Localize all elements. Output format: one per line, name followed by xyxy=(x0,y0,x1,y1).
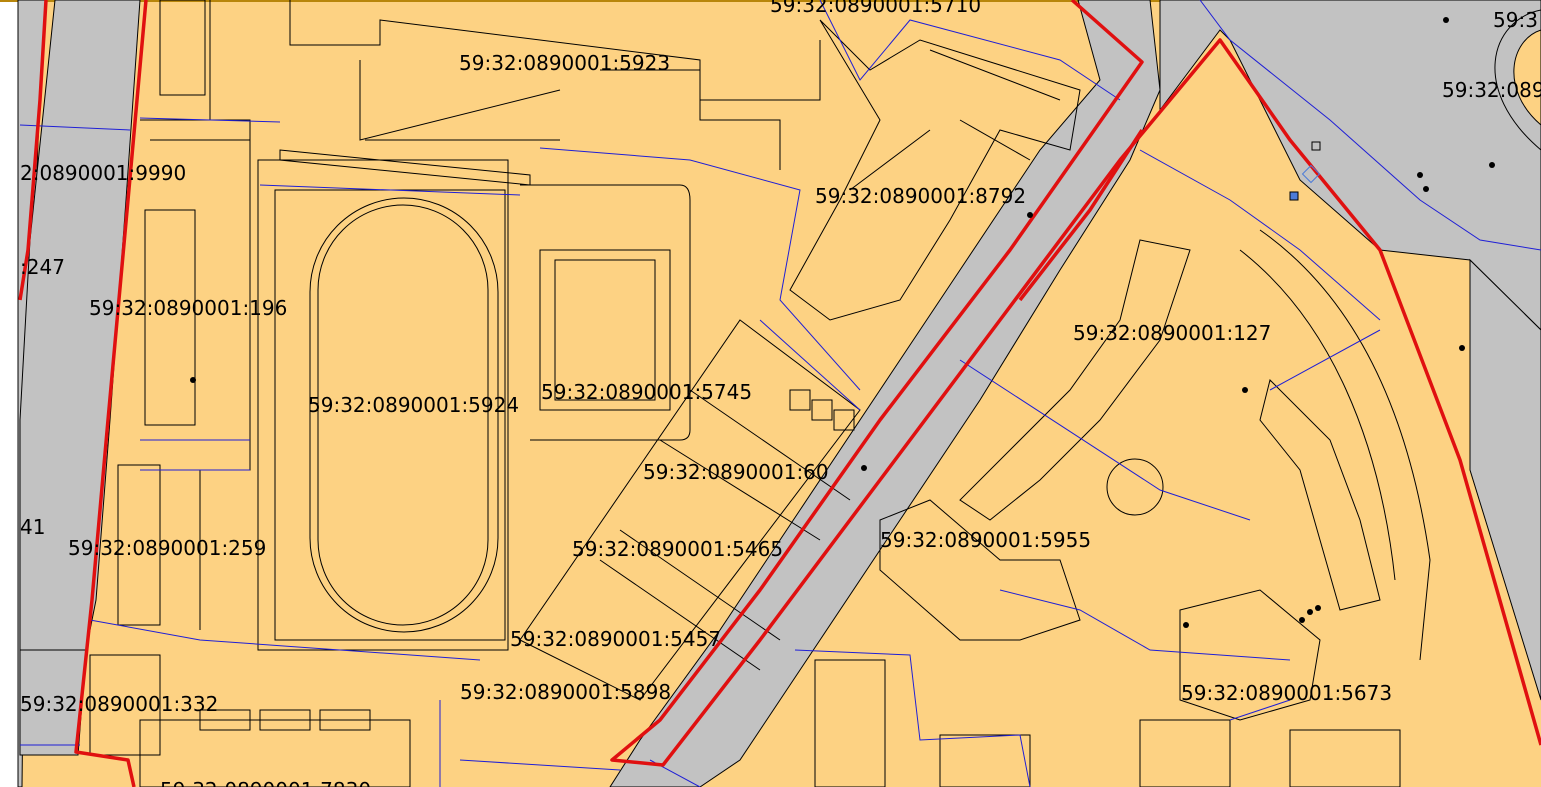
parcel-label[interactable]: :247 xyxy=(20,255,65,279)
road-diagonal xyxy=(609,0,1161,787)
parcel-label[interactable]: 59:32:0890001:196 xyxy=(89,296,287,320)
parcel-label[interactable]: 59:3 xyxy=(1493,8,1538,32)
parcel-label[interactable]: 59:32:089 xyxy=(1442,78,1541,102)
building xyxy=(259,709,311,731)
sports-hall-inner xyxy=(554,259,656,401)
cadastral-line xyxy=(959,149,1381,521)
building xyxy=(159,0,206,96)
garage xyxy=(833,409,855,431)
sports-hall xyxy=(539,249,671,411)
garage-block xyxy=(519,319,861,701)
parcel-label[interactable]: 59:32:0890001:5673 xyxy=(1181,681,1392,705)
garage-rows xyxy=(599,389,851,671)
utility-symbols xyxy=(190,17,1495,628)
building xyxy=(117,464,161,626)
cadastral-line xyxy=(794,649,1031,787)
parcel-label[interactable]: 59:32:0890001:259 xyxy=(68,536,266,560)
building xyxy=(1179,589,1321,721)
cadastral-line xyxy=(19,117,521,471)
curved-building-inner xyxy=(1239,249,1396,581)
residential-building xyxy=(789,19,1081,321)
parcel-boundary xyxy=(18,0,48,301)
boundary-line xyxy=(150,0,250,141)
running-track xyxy=(317,204,489,626)
cadastral-line xyxy=(1199,0,1541,251)
parcel-label[interactable]: 41 xyxy=(20,515,45,539)
cadastral-line xyxy=(819,0,1121,101)
building xyxy=(139,719,411,787)
parcel-label[interactable]: 59:32:0890001:5465 xyxy=(572,537,783,561)
parcel-label[interactable]: 59:32:0890001:5457 xyxy=(510,627,721,651)
residential-building xyxy=(1259,379,1381,611)
building xyxy=(144,209,196,426)
parcel-label[interactable]: 2:0890001:9990 xyxy=(20,161,186,185)
cadastral-line xyxy=(20,619,481,787)
road-left-bottom xyxy=(19,649,87,756)
building-outline xyxy=(289,0,821,101)
running-track-outer xyxy=(309,197,499,633)
hall-outline xyxy=(520,184,691,441)
curved-building-outline xyxy=(1259,229,1431,661)
parcel-label[interactable]: 59:32:0890001:5955 xyxy=(880,528,1091,552)
parcel-label[interactable]: 59:32:0890001:8792 xyxy=(815,184,1026,208)
garage xyxy=(811,399,833,421)
building xyxy=(939,734,1031,787)
parcel-label[interactable]: 59:32:0890001:5710 xyxy=(770,0,981,17)
residential-building xyxy=(879,499,1081,641)
garage xyxy=(789,389,811,411)
parcel-label[interactable]: 59:32:0890001:5898 xyxy=(460,680,671,704)
residential-building xyxy=(959,239,1191,521)
cadastral-line xyxy=(999,589,1291,721)
utility-symbol xyxy=(1301,164,1321,184)
building xyxy=(89,654,161,756)
building xyxy=(199,709,251,731)
utility-symbol xyxy=(1289,191,1299,201)
utility-symbol xyxy=(1311,141,1321,151)
parcel-label[interactable]: 59:32:0890001:332 xyxy=(20,692,218,716)
roundabout xyxy=(1106,458,1164,516)
parking-lines xyxy=(359,60,561,141)
building xyxy=(814,659,886,787)
parcel-boundary xyxy=(1018,129,1144,302)
boundary-line xyxy=(600,69,781,170)
parcel-label[interactable]: 59:32:0890001:7830 xyxy=(160,778,371,787)
building-detail xyxy=(849,49,1061,191)
parcel-boundary xyxy=(74,0,148,787)
parcel-label[interactable]: 59:32:0890001:5923 xyxy=(459,51,670,75)
parcel-boundary xyxy=(610,0,1541,767)
building xyxy=(1289,729,1401,787)
cadastral-line xyxy=(539,147,861,411)
parcel-label[interactable]: 59:32:0890001:5924 xyxy=(308,393,519,417)
parcel-label[interactable]: 59:32:0890001:60 xyxy=(643,460,829,484)
parcel-label[interactable]: 59:32:0890001:5745 xyxy=(541,380,752,404)
roundabout-island xyxy=(1513,29,1541,126)
road-right xyxy=(1469,258,1541,701)
road-top-right xyxy=(1159,0,1541,331)
building xyxy=(319,709,371,731)
parcel-label[interactable]: 59:32:0890001:127 xyxy=(1073,321,1271,345)
building xyxy=(1139,719,1231,787)
